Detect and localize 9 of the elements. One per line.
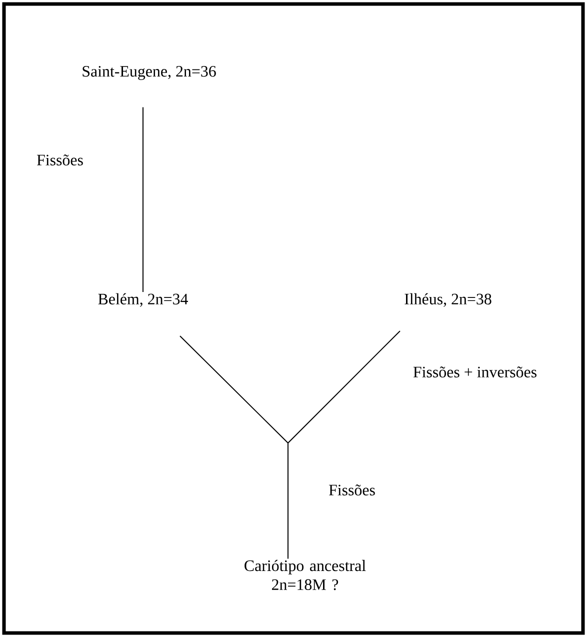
taxon-label: Ilhéus, 2n=38 [404,293,492,307]
tree-branch [288,330,400,560]
taxon-label: Belém, 2n=34 [98,293,188,307]
taxon-label: Cariótipo ancestral 2n=18M ? [244,560,366,590]
edge-label: Fissões [36,154,84,166]
tree-branch [142,106,144,293]
taxon-label: Saint-Eugene, 2n=36 [82,66,216,80]
edge-label: Fissões + inversões [412,366,538,378]
edge-label: Fissões [328,484,376,496]
